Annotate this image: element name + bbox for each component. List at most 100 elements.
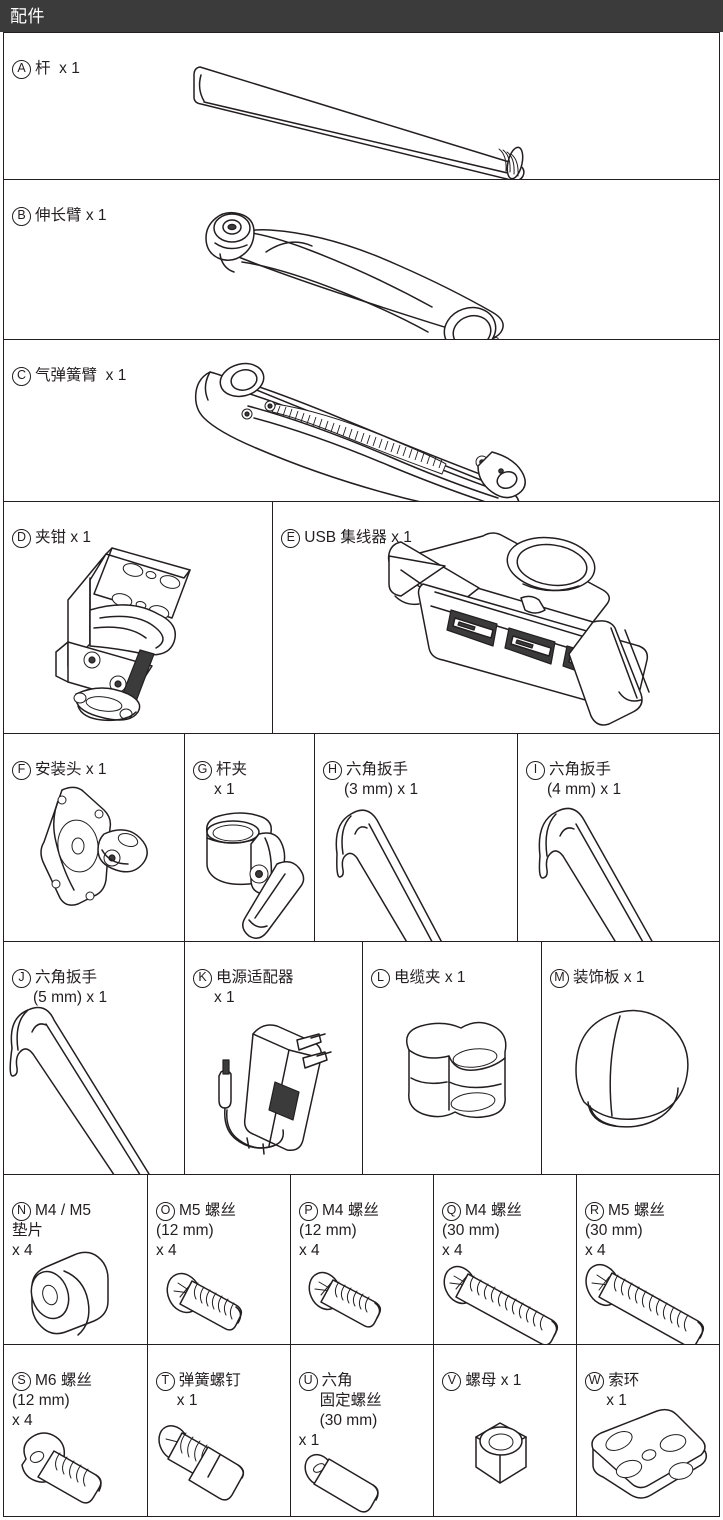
part-name-a: 杆	[35, 60, 51, 77]
page-header: 配件	[0, 0, 723, 32]
part-letter-o: O	[156, 1202, 175, 1221]
part-qty-r: x 4	[585, 1242, 606, 1259]
part-size-p: (12 mm)	[299, 1222, 357, 1239]
part-letter-q: Q	[442, 1202, 461, 1221]
part-letter-u: U	[298, 1372, 318, 1391]
part-name-b: 伸长臂	[35, 207, 82, 224]
part-qty-l: x 1	[444, 969, 466, 986]
part-qty-m: x 1	[623, 969, 645, 986]
part-name-n: M4 / M5	[35, 1202, 91, 1219]
part-letter-a: A	[12, 60, 31, 79]
part-qty-j: x 1	[86, 989, 108, 1006]
part-qty-v: x 1	[500, 1372, 522, 1389]
part-letter-k: K	[193, 969, 212, 988]
part-name-q: M4 螺丝	[465, 1202, 522, 1219]
part-name-d: 夹钳	[35, 529, 67, 546]
part-name-r: M5 螺丝	[608, 1202, 665, 1219]
part-size-i: (4 mm)	[547, 781, 597, 798]
part-letter-m: M	[550, 969, 569, 988]
part-name-i: 六角扳手	[549, 761, 612, 778]
part-qty-b: x 1	[85, 207, 107, 224]
part-name-t: 弹簧螺钉	[178, 1372, 241, 1389]
part-name-f: 安装头	[35, 761, 82, 778]
part-qty-h: x 1	[397, 781, 419, 798]
part-qty-g: x 1	[214, 781, 235, 798]
part-size-j: (5 mm)	[33, 989, 83, 1006]
part-qty-p: x 4	[299, 1242, 320, 1259]
part-letter-d: D	[12, 529, 31, 548]
part-qty-t: x 1	[176, 1392, 198, 1409]
part-qty-s: x 4	[12, 1412, 33, 1429]
part-name-v: 螺母	[465, 1372, 497, 1389]
part-qty-o: x 4	[156, 1242, 177, 1259]
part-name-e: USB 集线器	[304, 529, 387, 546]
part-qty-e: x 1	[391, 529, 412, 546]
part-letter-t: T	[155, 1372, 175, 1391]
part-name-u: 六角	[321, 1372, 353, 1389]
part-name-j: 六角扳手	[35, 969, 98, 986]
part-qty-f: x 1	[85, 761, 107, 778]
part-letter-v: V	[442, 1372, 462, 1391]
part-letter-i: I	[526, 761, 545, 780]
part-name-m: 装饰板	[573, 969, 620, 986]
part-name-h: 六角扳手	[346, 761, 409, 778]
part-name-k: 电源适配器	[216, 969, 294, 986]
part-qty-i: x 1	[600, 781, 622, 798]
part-size-h: (3 mm)	[344, 781, 394, 798]
part-qty-d: x 1	[70, 529, 92, 546]
part-letter-w: W	[585, 1372, 605, 1391]
part-qty-q: x 4	[442, 1242, 463, 1259]
part-qty-k: x 1	[214, 989, 235, 1006]
part-size-q: (30 mm)	[442, 1222, 500, 1239]
part-qty-w: x 1	[606, 1392, 627, 1409]
part-size-o: (12 mm)	[156, 1222, 214, 1239]
part-letter-l: L	[371, 969, 390, 988]
page-title: 配件	[10, 6, 45, 26]
part-letter-n: N	[12, 1202, 31, 1221]
part-qty-u: x 1	[298, 1432, 320, 1449]
part-qty-a: x 1	[59, 60, 80, 77]
part-name-g: 杆夹	[216, 761, 248, 778]
part-letter-g: G	[193, 761, 212, 780]
